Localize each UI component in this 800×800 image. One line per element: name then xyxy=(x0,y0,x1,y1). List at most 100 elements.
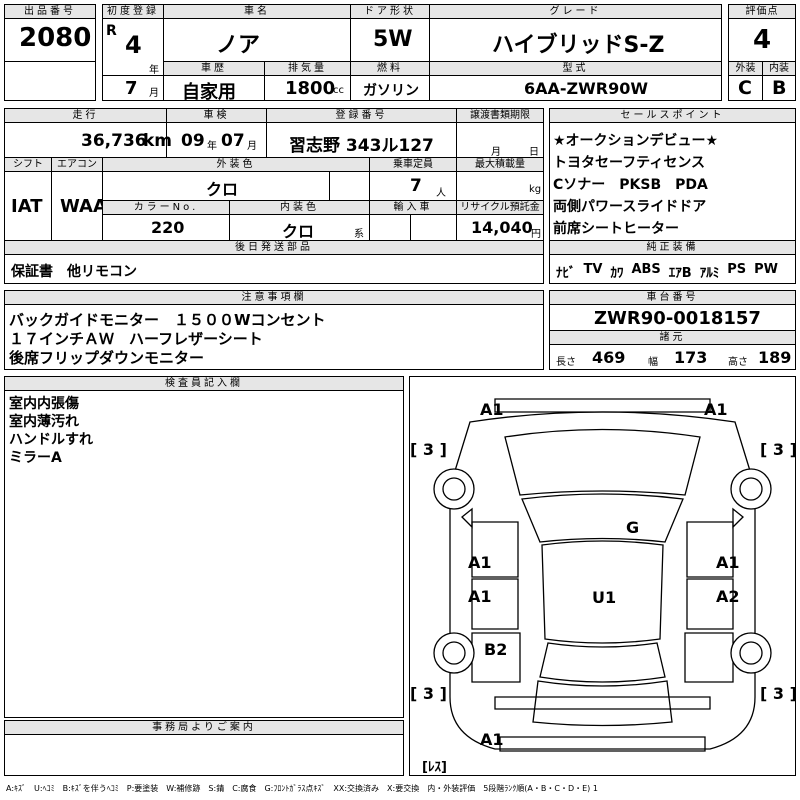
diagram-roof: U1 xyxy=(592,588,616,607)
inspector-box: 室内内張傷 室内薄汚れ ハンドルすれ ミラーA xyxy=(4,390,404,718)
inspection-month-unit: 月 xyxy=(247,141,257,152)
capacity: 7 xyxy=(410,176,422,196)
header-plate: 登録番号 xyxy=(266,108,457,123)
quarter-right xyxy=(684,632,734,683)
header-later-parts: 後日発送部品 xyxy=(4,240,544,255)
legend: A:ｷｽﾞ U:ﾍｺﾐ B:ｷｽﾞを伴うﾍｺﾐ P:要塗装 W:補修跡 S:錆 … xyxy=(6,784,598,793)
plate-number: 習志野 343ル127 xyxy=(289,136,434,156)
diagram-door-rl: A1 xyxy=(468,587,492,606)
inspector-note: 室内内張傷 xyxy=(9,396,79,412)
body-outline xyxy=(449,411,756,750)
diagram-rear-bottom: A1 xyxy=(480,730,504,749)
reg-era: R xyxy=(106,23,117,39)
inspection-month: 07 xyxy=(221,131,245,151)
inspector-note: 室内薄汚れ xyxy=(9,414,79,430)
diagram-hood: G xyxy=(626,518,639,537)
notes-box: バックガイドモニター １５００Wコンセント １７インチＡＷ ハーフレザーシート … xyxy=(4,304,544,370)
header-capacity: 乗車定員 xyxy=(369,157,457,172)
reg-month-unit: 月 xyxy=(149,88,159,99)
color-no: 220 xyxy=(151,218,185,237)
header-score: 評価点 xyxy=(728,4,796,19)
diagram-bracket-bl: [ 3 ] xyxy=(410,684,447,703)
office-box xyxy=(4,734,404,776)
header-interior: 内装 xyxy=(762,61,796,76)
note-line: １７インチＡＷ ハーフレザーシート xyxy=(9,330,263,348)
diagram-bracket-tr: [ 3 ] xyxy=(760,440,795,459)
mileage-unit: km xyxy=(143,131,173,151)
equipment-box: ﾅﾋﾞ TV ｶﾜ ABS ｴｱB ｱﾙﾐ PS PW xyxy=(549,254,796,284)
diagram-door-fl: A1 xyxy=(468,553,492,572)
reg-year-unit: 年 xyxy=(149,65,159,76)
header-notes: 注意事項欄 xyxy=(4,290,544,305)
equipment-item: ﾅﾋﾞ xyxy=(556,266,576,281)
note-line: バックガイドモニター １５００Wコンセント xyxy=(9,311,326,329)
fuel: ガソリン xyxy=(363,83,419,99)
header-model: 型式 xyxy=(429,61,722,76)
reg-month: 7 xyxy=(125,78,138,99)
header-fuel: 燃料 xyxy=(350,61,430,76)
header-inspection: 車検 xyxy=(166,108,267,123)
door-type: 5W xyxy=(373,27,413,52)
header-int-color: 内装色 xyxy=(229,200,370,215)
header-recycle: リサイクル預託金 xyxy=(456,200,544,215)
equipment-item: PW xyxy=(754,262,778,277)
sales-point-item: 前席シートヒーター xyxy=(553,221,679,237)
door-front-left xyxy=(471,521,519,578)
header-mileage: 走行 xyxy=(4,108,167,123)
recycle-unit: 円 xyxy=(531,229,541,240)
diagram-door-fr: A1 xyxy=(716,553,740,572)
lot-number: 2080 xyxy=(19,23,92,53)
header-dims: 諸元 xyxy=(549,330,796,345)
width-label: 幅 xyxy=(648,357,658,368)
door-rear-left xyxy=(471,578,519,630)
inspection-year: 09 xyxy=(181,131,205,151)
rear-bumper xyxy=(494,696,711,710)
header-first-reg: 初度登録 xyxy=(102,4,164,19)
header-inspector: 検査員記入欄 xyxy=(4,376,404,391)
header-chassis: 車台番号 xyxy=(549,290,796,305)
roof-panel xyxy=(541,540,664,644)
grade: ハイブリッドS-Z xyxy=(492,33,665,58)
mileage-value: 36,736 xyxy=(81,131,147,151)
tailgate xyxy=(532,680,673,727)
rear-window xyxy=(539,642,666,683)
recycle-fee: 14,040 xyxy=(471,218,533,237)
equipment-item: ｴｱB xyxy=(668,266,692,281)
header-lot-no: 出品番号 xyxy=(4,4,96,19)
sales-point-item: トヨタセーフティセンス xyxy=(553,155,706,171)
mirror-right xyxy=(732,507,744,529)
shift-value: IAT xyxy=(11,196,43,217)
dims-box: 長さ 469 幅 173 高さ 189 xyxy=(549,344,796,370)
length-label: 長さ xyxy=(556,357,576,368)
header-door: ドア形状 xyxy=(350,4,430,19)
diagram-bracket-br: [ 3 ] xyxy=(760,684,795,703)
displacement: 1800 xyxy=(285,78,336,99)
diagram-door-rr: A2 xyxy=(716,587,740,606)
length-value: 469 xyxy=(592,348,626,367)
header-history: 車歴 xyxy=(163,61,265,76)
diagram-rear-left: B2 xyxy=(484,640,507,659)
mirror-left xyxy=(461,507,473,529)
car-diagram: A1 A1 [ 3 ] [ 3 ] G A1 A1 A1 A2 U1 B2 [ … xyxy=(409,376,796,776)
windshield xyxy=(521,493,684,543)
exterior-score: C xyxy=(738,77,752,99)
reg-year: 4 xyxy=(125,31,142,59)
header-sales-points: セールスポイント xyxy=(549,108,796,123)
quarter-left xyxy=(471,632,521,683)
ext-color-divider xyxy=(329,172,330,200)
later-parts: 保証書 他リモコン xyxy=(11,264,137,280)
capacity-unit: 人 xyxy=(436,188,446,199)
header-displacement: 排気量 xyxy=(264,61,351,76)
displacement-unit: cc xyxy=(333,85,344,96)
transfer-month-unit: 月 xyxy=(491,147,501,158)
import-divider xyxy=(410,215,411,240)
header-ext-color: 外装色 xyxy=(102,157,370,172)
diagram-bracket-tl: [ 3 ] xyxy=(410,440,447,459)
inspection-year-unit: 年 xyxy=(207,141,217,152)
front-bumper xyxy=(494,398,711,413)
lower-bumper xyxy=(499,736,706,752)
int-color-unit: 系 xyxy=(354,229,364,240)
equipment-item: TV xyxy=(583,262,603,277)
car-name: ノア xyxy=(216,33,261,58)
interior-score: B xyxy=(772,77,787,99)
